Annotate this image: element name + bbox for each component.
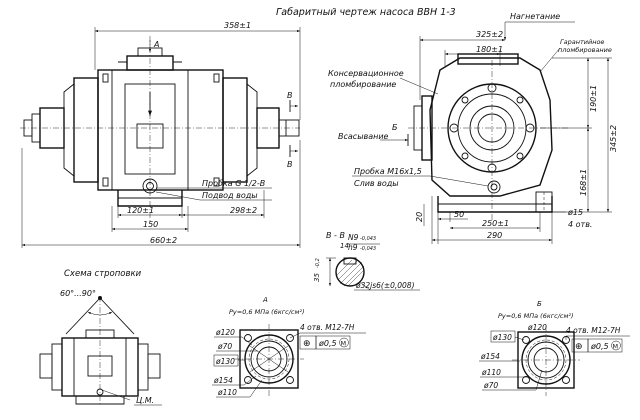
view-a-tol-mod: M — [341, 340, 347, 348]
section-mark-b-bottom: В — [287, 160, 293, 169]
suction-label: Всасывание — [338, 132, 389, 141]
dim-358: 358±1 — [224, 21, 251, 30]
view-b-tolerance-frame: ⊕ ø0,5 M — [571, 338, 623, 353]
view-a-tol-val: ø0,5 — [318, 339, 337, 348]
view-a-d120: ø120 — [215, 328, 235, 337]
view-b-d120: ø120 — [527, 323, 547, 332]
view-a-d70: ø70 — [217, 342, 232, 351]
front-view: 358±1 A — [20, 21, 301, 248]
view-a-d110: ø110 — [217, 388, 237, 397]
discharge-label: Нагнетание — [510, 12, 560, 21]
angle-label: 60°...90° — [60, 289, 96, 298]
cm-label: Ц.М. — [136, 396, 154, 405]
dim-phi15: ø15 — [567, 208, 583, 217]
dim-50: 50 — [454, 210, 464, 219]
conservation-seal-label-1: Консервационное — [328, 69, 404, 78]
dim-35-dev: -0,2 — [315, 258, 321, 268]
dim-660: 660±2 — [150, 236, 177, 245]
drawing-title: Габаритный чертеж насоса ВВН 1-3 — [276, 7, 456, 18]
holes-4-label: 4 отв. — [568, 220, 592, 229]
view-b-d70: ø70 — [483, 381, 498, 390]
dim-250: 250±1 — [482, 219, 509, 228]
view-a-tolerance-frame: ⊕ ø0,5 M — [299, 335, 351, 350]
view-b-d130: ø130 — [492, 333, 512, 342]
dim-20: 20 — [415, 212, 424, 222]
view-a-tol-sym: ⊕ — [303, 339, 311, 349]
view-a: А Pу=0,6 МПа (6кгс/см²) ø120 ø70 ø130 ø1… — [212, 296, 366, 398]
tol-n9-dev: -0,043 — [360, 236, 376, 242]
dim-180: 180±1 — [476, 45, 503, 54]
section-vv-label: В - В — [326, 231, 345, 240]
conservation-seal-label-2: пломбирование — [330, 80, 396, 89]
dim-168: 168±1 — [579, 169, 588, 196]
dim-phi32: ø32js6(±0,008) — [355, 281, 415, 290]
tol-n9: N9 — [348, 233, 359, 242]
view-a-letter: А — [262, 296, 268, 304]
dim-120: 120±1 — [127, 206, 154, 215]
warranty-seal-label-2: пломбирование — [558, 46, 612, 54]
view-a-d154: ø154 — [213, 376, 233, 385]
lifting-scheme-title: Схема строповки — [64, 269, 142, 279]
dim-150: 150 — [143, 220, 158, 229]
view-a-holes: 4 отв. М12-7Н — [300, 323, 355, 332]
water-drain-label: Слив воды — [354, 179, 399, 188]
plug-m16-label: Пробка М16х1,5 — [354, 167, 422, 176]
view-b-holes: 4 отв. М12-7Н — [566, 326, 621, 335]
view-b-d110: ø110 — [481, 368, 501, 377]
section-vv: В - В 14 N9 -0,043 h9 -0,043 35 -0,2 ø32… — [313, 231, 420, 291]
view-b-tol-mod: M — [613, 343, 619, 351]
section-mark-a: A — [153, 40, 159, 49]
dim-298: 298±2 — [230, 206, 257, 215]
warranty-seal-label-1: Гарантийное — [560, 38, 604, 46]
dim-190: 190±1 — [589, 85, 598, 112]
view-a-pressure: Pу=0,6 МПа (6кгс/см²) — [229, 308, 305, 316]
lifting-scheme: Схема строповки 60°...90° Ц.М. — [39, 269, 162, 406]
tol-h9-dev: -0,043 — [360, 246, 376, 252]
view-b-d154: ø154 — [480, 352, 500, 361]
dim-14: 14 — [340, 242, 349, 250]
dim-325: 325±2 — [476, 30, 503, 39]
view-b-letter: Б — [537, 300, 542, 308]
dim-345: 345±2 — [609, 125, 618, 152]
view-a-d130: ø130 — [215, 357, 235, 366]
section-mark-b-side: Б — [392, 123, 398, 132]
section-mark-b-top: В — [287, 91, 293, 100]
shaft-hatching — [335, 259, 365, 287]
tol-h9: h9 — [348, 243, 358, 252]
water-supply-label: Подвод воды — [202, 191, 258, 200]
dim-35: 35 — [313, 273, 321, 282]
view-b: Б Pу=0,6 МПа (6кгс/см²) ø130 ø120 ø154 ø… — [479, 300, 630, 396]
plug-g12-label: Пробка G 1/2-В — [202, 179, 265, 188]
view-b-pressure: Pу=0,6 МПа (6кгс/см²) — [498, 312, 574, 320]
dim-290: 290 — [487, 231, 502, 240]
view-b-tol-val: ø0,5 — [590, 342, 609, 351]
view-b-tol-sym: ⊕ — [575, 342, 583, 352]
side-view: Нагнетание 325±2 180±1 Гарантийное пломб… — [328, 12, 618, 244]
